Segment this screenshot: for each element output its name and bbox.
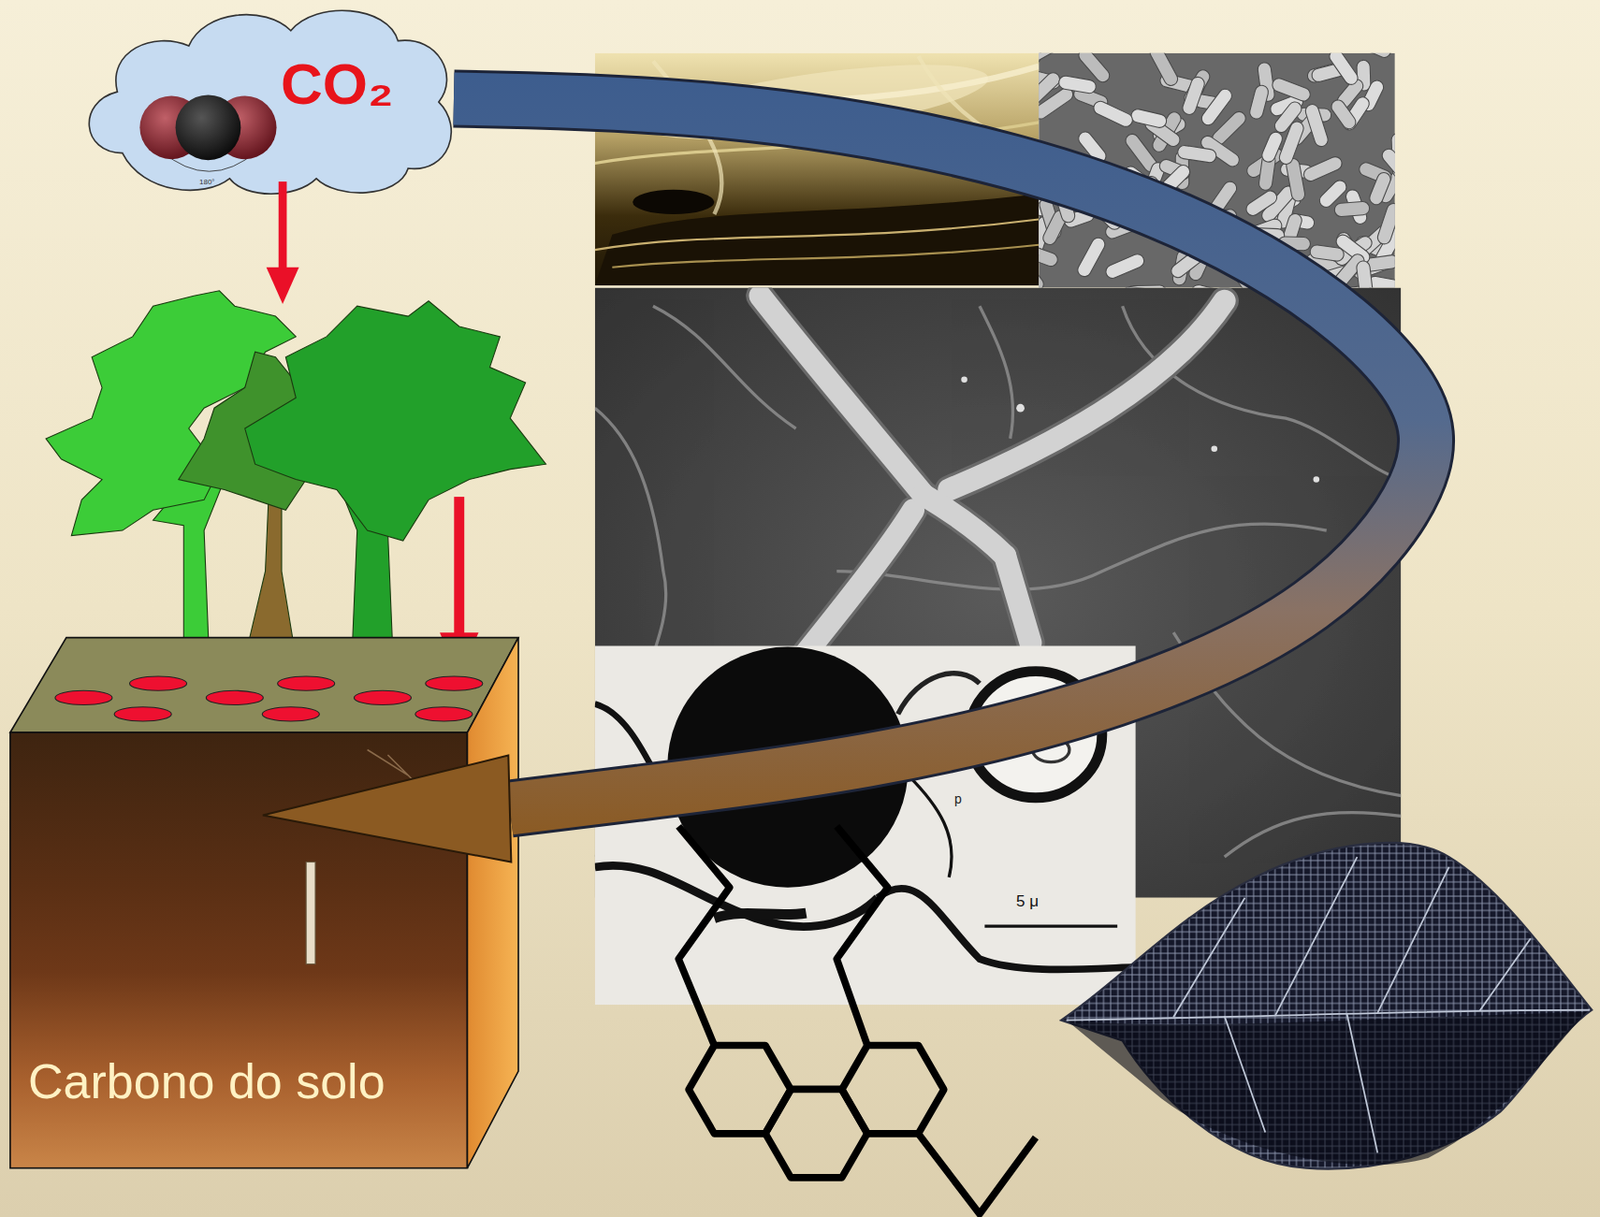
humic-structure bbox=[678, 826, 1036, 1214]
bacterium bbox=[1334, 201, 1370, 218]
scale-label: 5 μ bbox=[1016, 893, 1039, 912]
bacterium bbox=[1148, 53, 1180, 88]
bacterium bbox=[1038, 276, 1055, 289]
bacterium bbox=[1190, 283, 1229, 288]
bacterium bbox=[1301, 154, 1344, 183]
bacterium bbox=[1303, 102, 1330, 149]
flow-arrow bbox=[262, 99, 1426, 863]
arrow-band bbox=[453, 99, 1426, 810]
bacterium bbox=[1260, 130, 1285, 164]
bacterium bbox=[1177, 145, 1218, 164]
leaf-skeleton bbox=[1061, 843, 1592, 1170]
bacterium bbox=[1038, 244, 1060, 269]
bacterium bbox=[1248, 84, 1270, 121]
bacterium bbox=[1130, 107, 1169, 130]
bacterium bbox=[1038, 70, 1062, 109]
bacterium bbox=[1075, 235, 1107, 279]
bacterium bbox=[1270, 76, 1313, 103]
cloud-shape bbox=[88, 10, 451, 194]
bacterium bbox=[1180, 74, 1207, 117]
soil-holes bbox=[55, 676, 483, 722]
bacterium bbox=[1038, 53, 1073, 63]
bacterium bbox=[1243, 188, 1280, 219]
bacterium bbox=[1198, 86, 1235, 128]
bacterium bbox=[1379, 145, 1396, 184]
angle-label: 180° bbox=[199, 178, 216, 188]
bacterium bbox=[1271, 99, 1304, 135]
bacterium bbox=[1326, 53, 1361, 88]
bacterium bbox=[1353, 53, 1393, 60]
bacterium bbox=[1104, 252, 1147, 281]
trees bbox=[45, 290, 546, 659]
soil-block-shape bbox=[10, 638, 519, 1169]
bacterium bbox=[1121, 286, 1156, 289]
arrow-head bbox=[262, 756, 511, 863]
bacterium bbox=[1355, 260, 1374, 288]
co2-molecule bbox=[139, 94, 277, 172]
bacterium bbox=[1367, 170, 1394, 206]
soil-block: Carbono do solo bbox=[10, 732, 468, 1169]
arrow-outline bbox=[453, 99, 1426, 810]
bacterium bbox=[1328, 97, 1359, 131]
node-text: Carbono do solo bbox=[28, 1055, 386, 1109]
micrograph-label: p bbox=[954, 792, 962, 807]
bacterium bbox=[1058, 74, 1098, 95]
bacterium bbox=[1376, 202, 1396, 247]
cloud-node: CO₂ bbox=[81, 0, 454, 194]
node-text: CO₂ bbox=[280, 52, 394, 117]
bacterium bbox=[1091, 99, 1135, 130]
